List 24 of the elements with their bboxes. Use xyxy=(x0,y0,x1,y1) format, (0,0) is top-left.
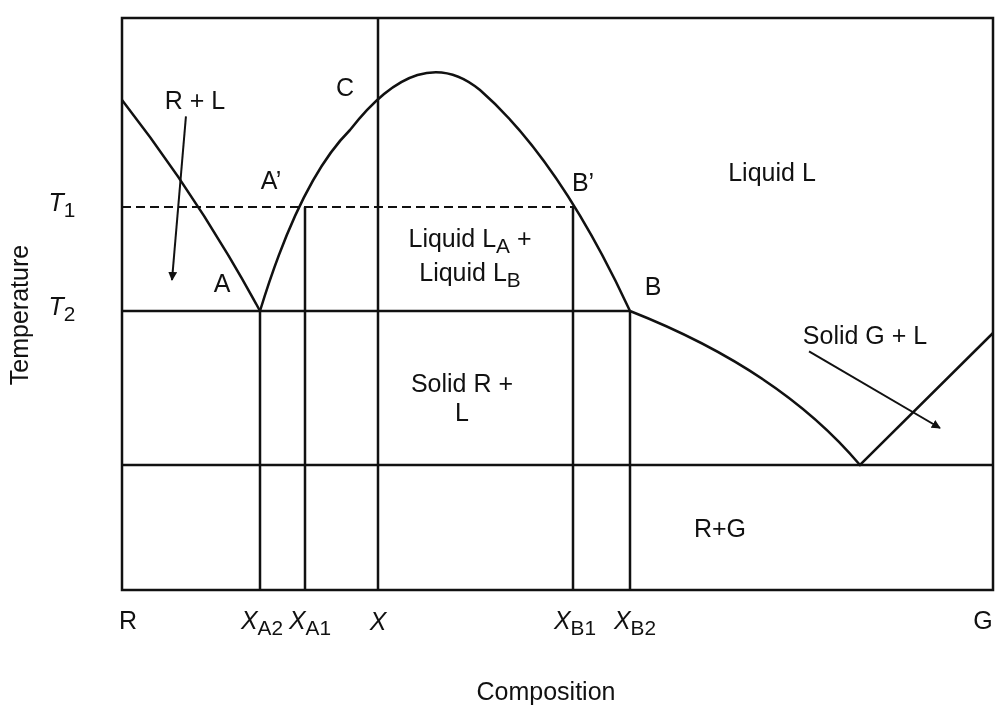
axis-tick-label: R xyxy=(118,605,138,635)
axis-tick-label: G xyxy=(973,605,993,635)
region-label: Solid R + L xyxy=(409,369,515,427)
axis-tick-label: X$_{B2}$ xyxy=(613,606,657,640)
point-label: A’ xyxy=(260,165,282,195)
region-label: Liquid L$_{A}$ + Liquid L$_{B}$ xyxy=(407,224,533,292)
region-label: Liquid L xyxy=(728,157,816,187)
axis-tick-label: X xyxy=(369,606,387,636)
axis-tick-label: T$_{1}$ xyxy=(48,188,76,222)
axis-tick-label: X$_{A2}$ xyxy=(240,606,284,640)
region-label: C xyxy=(335,72,355,102)
region-label: Solid G + L xyxy=(802,320,928,350)
leader-arrow xyxy=(168,115,187,281)
axis-title: Temperature xyxy=(4,244,34,386)
axis-tick-label: X$_{A1}$ xyxy=(288,606,332,640)
region-label: R + L xyxy=(164,85,226,115)
axis-tick-label: T$_{2}$ xyxy=(48,292,76,326)
point-label: A xyxy=(213,268,231,298)
point-label: B’ xyxy=(571,167,595,197)
axis-tick-label: X$_{B1}$ xyxy=(553,606,597,640)
region-label: R+G xyxy=(693,513,747,543)
point-label: B xyxy=(644,271,662,301)
axis-title: Composition xyxy=(476,676,616,706)
leader-arrow xyxy=(808,350,941,429)
